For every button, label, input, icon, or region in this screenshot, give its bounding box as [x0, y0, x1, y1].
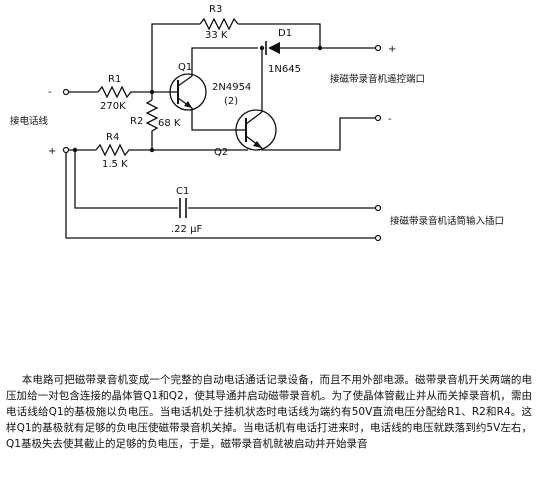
resistor-r1: R1 270K: [97, 74, 134, 112]
capacitor-c1: C1 .22 µF: [171, 186, 202, 235]
out-plus-terminal-label: +: [388, 44, 396, 55]
q2-ref: Q2: [214, 147, 228, 158]
line-minus-terminal-label: -: [48, 87, 52, 98]
r4-value: 1.5 K: [102, 159, 128, 170]
output-terminals: + - 接磁带录音机遥控端口 接磁带录音机话筒输入插口: [330, 44, 504, 242]
line-plus-terminal-label: +: [48, 146, 56, 157]
junction-dots: [72, 45, 323, 153]
transistor-q1: Q1 2N4954 (2): [168, 62, 251, 111]
circuit-description: 本电路可把磁带录音机变成一个完整的自动电话通话记录设备，而且不用外部电源。磁带录…: [6, 374, 532, 450]
d1-value: 1N645: [268, 64, 301, 75]
c1-ref: C1: [176, 186, 189, 197]
resistor-r3: R3 33 K: [199, 4, 239, 41]
r3-value: 33 K: [205, 30, 228, 41]
q1-ref: Q1: [178, 62, 192, 73]
r2-value: 68 K: [158, 118, 181, 129]
r2-ref: R2: [130, 116, 143, 127]
q1-note: (2): [224, 96, 238, 107]
r1-ref: R1: [108, 74, 121, 85]
transistor-q2: Q2: [214, 109, 277, 158]
d1-ref: D1: [278, 28, 292, 39]
r4-ref: R4: [106, 132, 119, 143]
circuit-schematic: - + 接电话线 R3 33 K R1 270K R2 68 K R4 1.5 …: [10, 4, 504, 242]
resistor-r2: R2 68 K: [130, 99, 181, 136]
resistor-r4: R4 1.5 K: [95, 132, 132, 170]
recorder-audio-in-label: 接磁带录音机话筒输入插口: [390, 215, 504, 227]
q1-part: 2N4954: [212, 82, 251, 93]
recorder-remote-label: 接磁带录音机遥控端口: [330, 73, 425, 85]
wiring: [65, 23, 378, 239]
c1-value: .22 µF: [171, 224, 202, 235]
r1-value: 270K: [100, 101, 126, 112]
phone-line-label: 接电话线: [10, 115, 49, 127]
input-terminals: - + 接电话线: [10, 87, 70, 157]
r3-ref: R3: [209, 4, 222, 15]
out-minus-terminal-label: -: [388, 114, 392, 125]
diode-d1: D1 1N645: [265, 28, 301, 75]
